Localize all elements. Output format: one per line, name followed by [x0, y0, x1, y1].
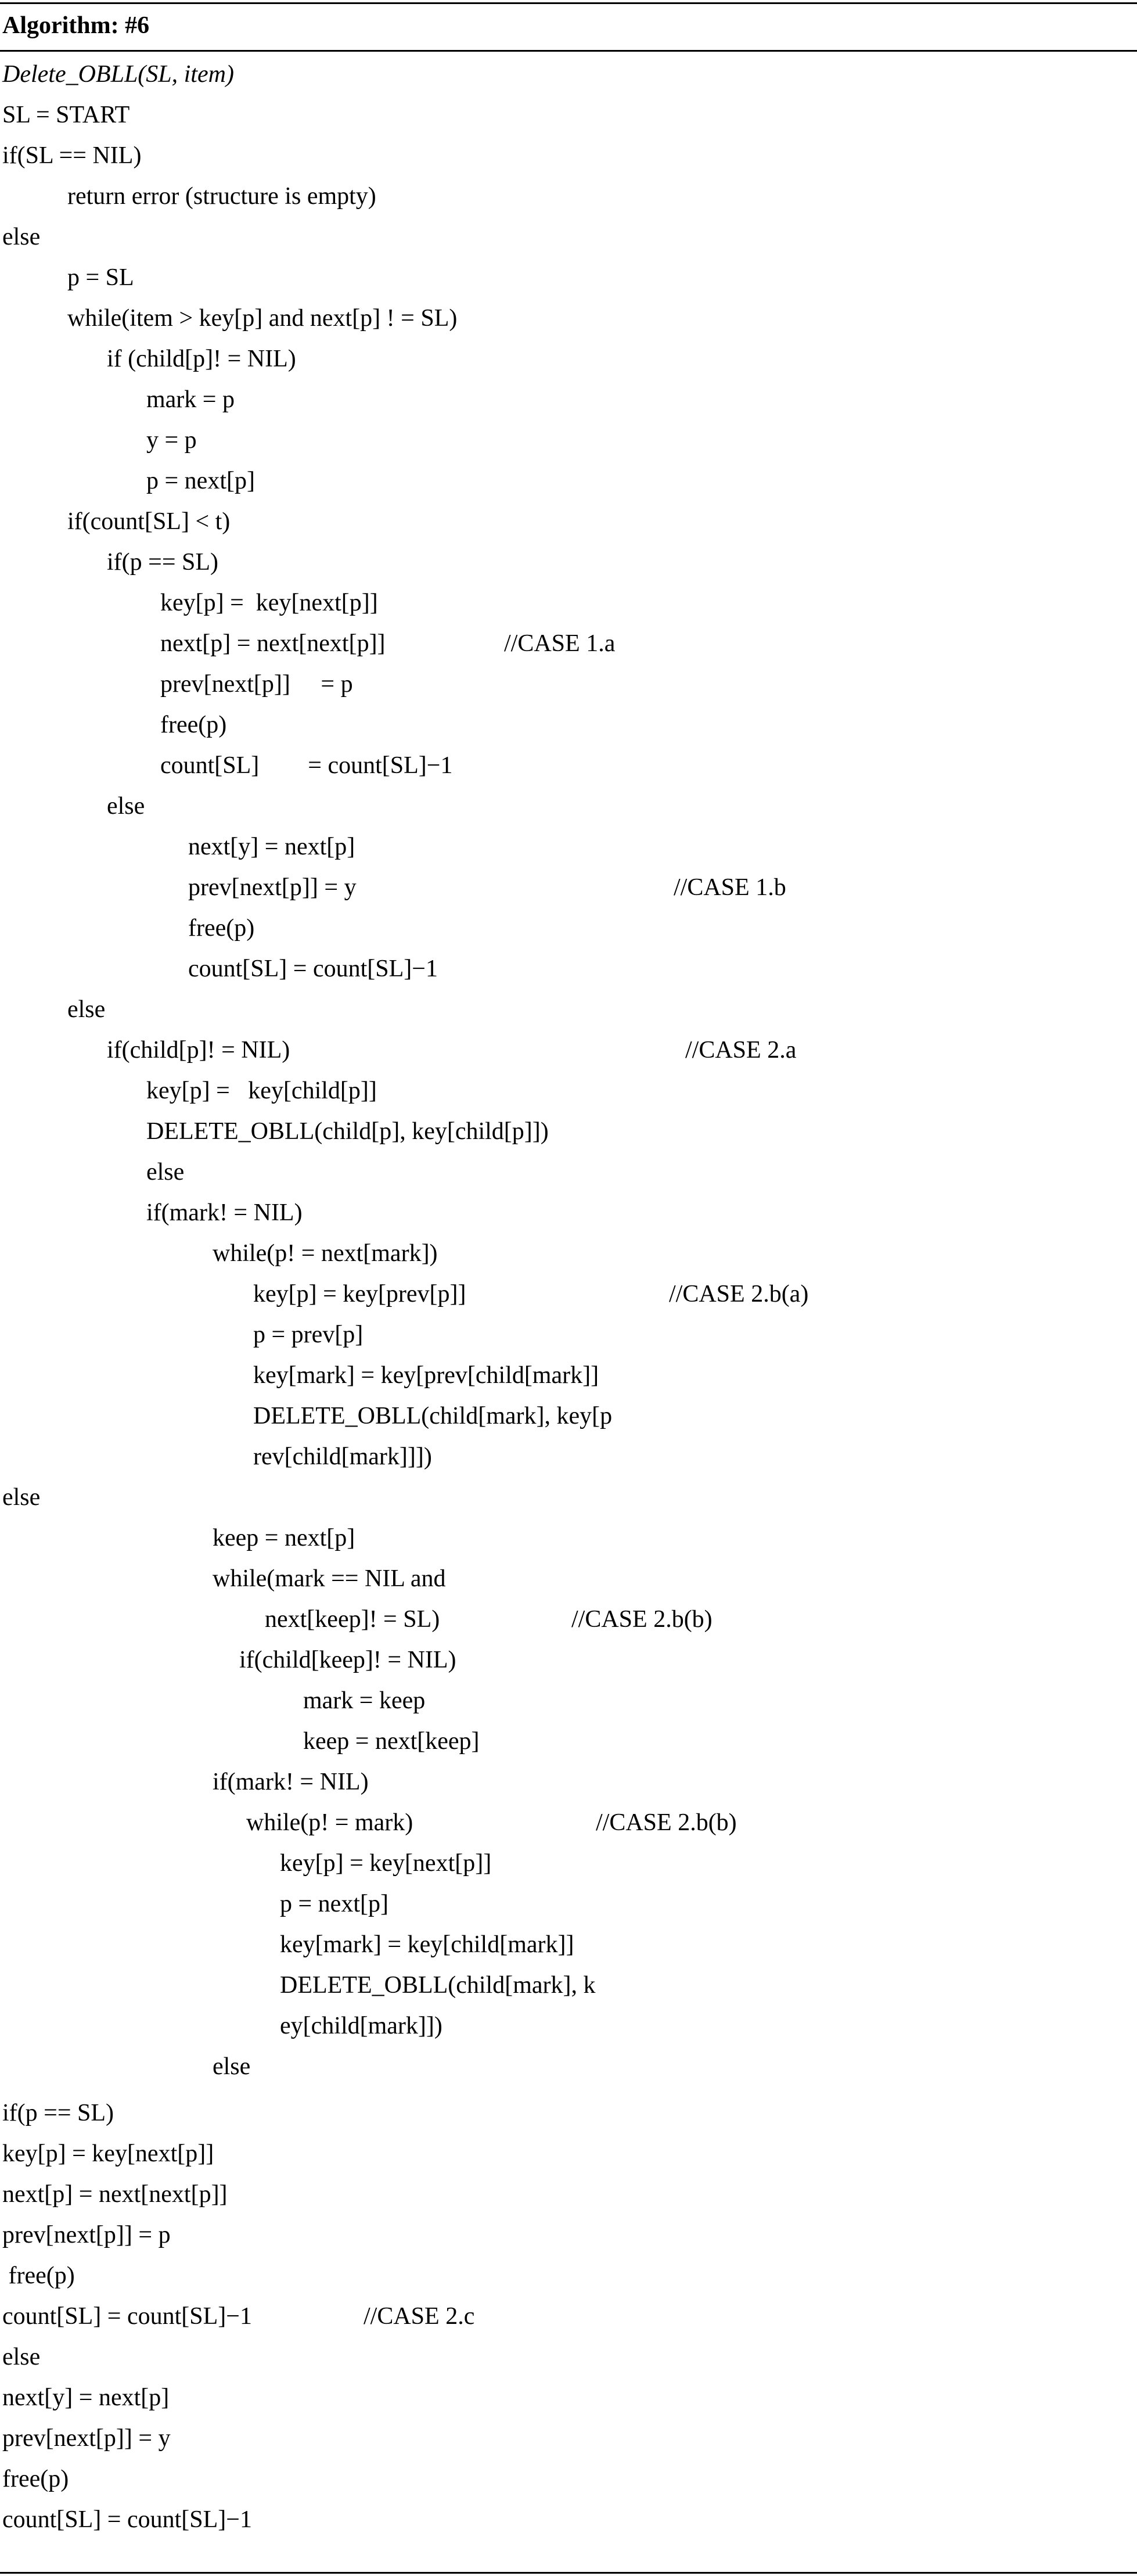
code-line: next[keep]! = SL)	[265, 1606, 440, 1633]
code-line: next[y] = next[p]	[2, 2384, 170, 2411]
code-line: else	[67, 996, 106, 1023]
bottom-rule	[0, 2572, 1137, 2574]
code-line: if(child[p]! = NIL)	[107, 1037, 290, 1064]
code-line: count[SL] = count[SL]−1	[160, 752, 453, 779]
code-line: Delete_OBLL(SL, item)	[2, 61, 234, 88]
code-line: else	[2, 1484, 41, 1511]
code-line: if(p == SL)	[2, 2100, 114, 2126]
code-line: free(p)	[2, 2262, 75, 2289]
top-rule	[0, 2, 1137, 4]
code-line: if(count[SL] < t)	[67, 508, 231, 535]
code-line: while(p! = mark)	[246, 1809, 413, 1836]
code-line: if(child[keep]! = NIL)	[239, 1647, 456, 1673]
code-line: SL = START	[2, 102, 130, 128]
algorithm-title: Algorithm: #6	[2, 12, 150, 39]
code-line: key[p] = key[next[p]]	[280, 1850, 492, 1877]
code-line: count[SL] = count[SL]−1	[188, 955, 438, 982]
code-line: p = prev[p]	[253, 1321, 364, 1348]
code-line: key[mark] = key[prev[child[mark]]	[253, 1362, 599, 1389]
code-line: while(p! = next[mark])	[213, 1240, 438, 1267]
code-line: rev[child[mark]]])	[253, 1443, 432, 1470]
code-line: key[p] = key[next[p]]	[2, 2140, 214, 2167]
code-line: prev[next[p]] = p	[2, 2222, 171, 2248]
header-rule	[0, 50, 1137, 52]
code-line: next[p] = next[next[p]]	[2, 2181, 228, 2208]
code-comment: //CASE 2.a	[685, 1037, 797, 1064]
code-line: if(p == SL)	[107, 549, 219, 576]
code-comment: //CASE 1.b	[674, 874, 786, 901]
code-line: while(item > key[p] and next[p] ! = SL)	[67, 305, 458, 332]
code-line: y = p	[146, 427, 197, 454]
code-line: while(mark == NIL and	[213, 1565, 446, 1592]
code-line: DELETE_OBLL(child[mark], k	[280, 1972, 596, 1999]
code-line: else	[146, 1159, 185, 1185]
code-line: free(p)	[160, 712, 227, 738]
code-line: keep = next[p]	[213, 1525, 355, 1551]
code-line: else	[213, 2053, 251, 2080]
code-comment: //CASE 2.c	[364, 2303, 475, 2330]
code-line: prev[next[p]] = y	[188, 874, 357, 901]
code-line: count[SL] = count[SL]−1	[2, 2303, 252, 2330]
code-line: DELETE_OBLL(child[mark], key[p	[253, 1403, 613, 1429]
code-line: p = SL	[67, 264, 134, 291]
code-line: keep = next[keep]	[303, 1728, 480, 1755]
code-comment: //CASE 2.b(b)	[571, 1606, 713, 1633]
code-line: else	[107, 793, 145, 820]
code-line: next[y] = next[p]	[188, 833, 355, 860]
code-line: DELETE_OBLL(child[p], key[child[p]])	[146, 1118, 549, 1145]
code-line: if(mark! = NIL)	[213, 1769, 369, 1795]
code-line: prev[next[p]] = y	[2, 2425, 171, 2452]
code-comment: //CASE 1.a	[504, 630, 616, 657]
code-line: ey[child[mark]])	[280, 2013, 442, 2039]
code-line: p = next[p]	[146, 468, 255, 494]
code-line: free(p)	[2, 2466, 69, 2492]
code-line: else	[2, 2344, 41, 2370]
code-line: next[p] = next[next[p]]	[160, 630, 386, 657]
code-line: free(p)	[188, 915, 255, 942]
code-line: count[SL] = count[SL]−1	[2, 2506, 252, 2533]
code-line: mark = keep	[303, 1687, 426, 1714]
code-line: key[p] = key[child[p]]	[146, 1077, 377, 1104]
code-comment: //CASE 2.b(b)	[596, 1809, 737, 1836]
code-line: prev[next[p]] = p	[160, 671, 353, 698]
code-line: return error (structure is empty)	[67, 183, 376, 210]
code-line: key[p] = key[next[p]]	[160, 590, 378, 616]
code-line: key[mark] = key[child[mark]]	[280, 1931, 574, 1958]
code-line: if(mark! = NIL)	[146, 1199, 303, 1226]
code-line: if (child[p]! = NIL)	[107, 346, 296, 372]
code-line: else	[2, 224, 41, 250]
code-line: key[p] = key[prev[p]]	[253, 1281, 466, 1307]
code-line: p = next[p]	[280, 1891, 388, 1917]
code-line: mark = p	[146, 386, 235, 413]
code-comment: //CASE 2.b(a)	[669, 1281, 809, 1307]
code-line: if(SL == NIL)	[2, 142, 142, 169]
